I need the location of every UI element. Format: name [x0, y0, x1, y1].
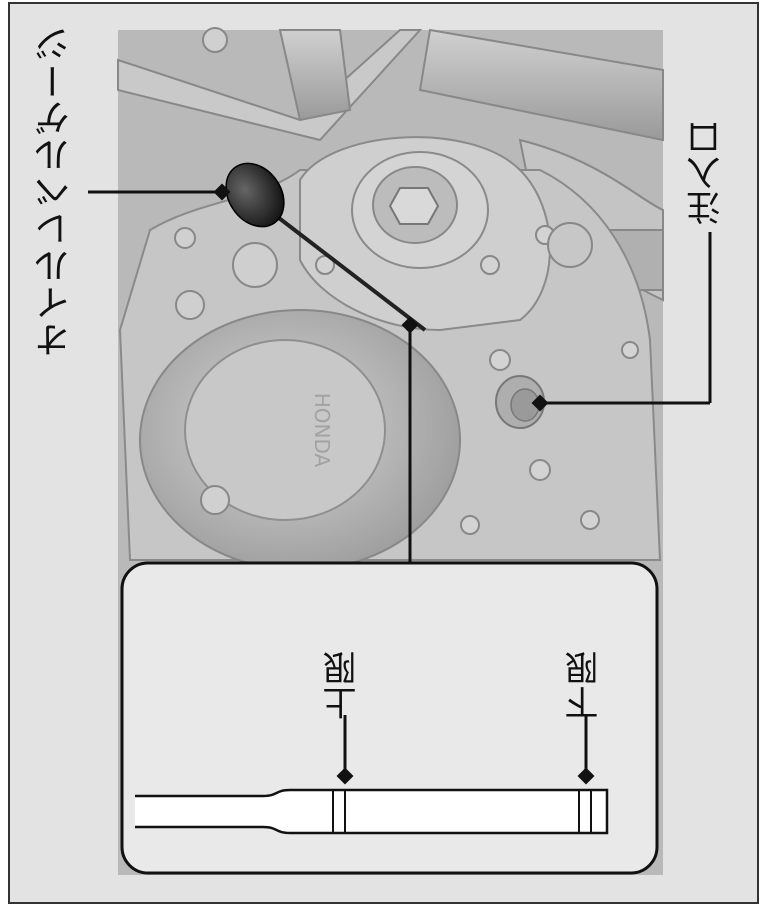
dipstick-rod: [260, 203, 427, 332]
lower-limit-label: 下限: [565, 650, 605, 720]
filler-label: 注入口: [687, 120, 727, 225]
honda-logo: HONDA: [310, 393, 334, 468]
leader-lines: [88, 183, 712, 565]
dipstick-detail: [135, 715, 609, 835]
dipstick-cap: [225, 162, 285, 228]
dipstick-label: オイルレベルゲージ: [35, 25, 76, 358]
upper-limit-label: 上限: [323, 650, 363, 720]
engine-body: HONDA: [117, 27, 664, 571]
